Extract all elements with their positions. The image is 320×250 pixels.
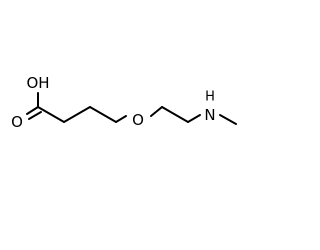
bond-layer <box>26 92 237 125</box>
bond-c3-c4 <box>89 106 117 123</box>
carbonyl-oxygen-label: O <box>11 113 23 131</box>
bond-c6-n <box>187 114 201 123</box>
bond-c2-c3 <box>63 106 91 123</box>
nitrogen-label: N <box>204 106 215 124</box>
hydroxyl-label: OH <box>26 74 49 92</box>
nitrogen-hydrogen-label: H <box>205 90 215 105</box>
bond-c1-carbonyl-o-a <box>26 106 39 115</box>
atom-label-layer: OH O O N H <box>11 74 216 131</box>
bond-c1-c2 <box>37 106 65 123</box>
chemical-structure: OH O O N H <box>11 74 237 131</box>
ether-oxygen-label: O <box>132 111 144 129</box>
bond-c1-carbonyl-o-b <box>28 111 42 120</box>
bond-n-methyl <box>219 114 237 125</box>
bond-c4-ether-o <box>115 115 127 123</box>
bond-ether-o-c5 <box>150 106 163 117</box>
bond-c5-c6 <box>161 106 189 123</box>
